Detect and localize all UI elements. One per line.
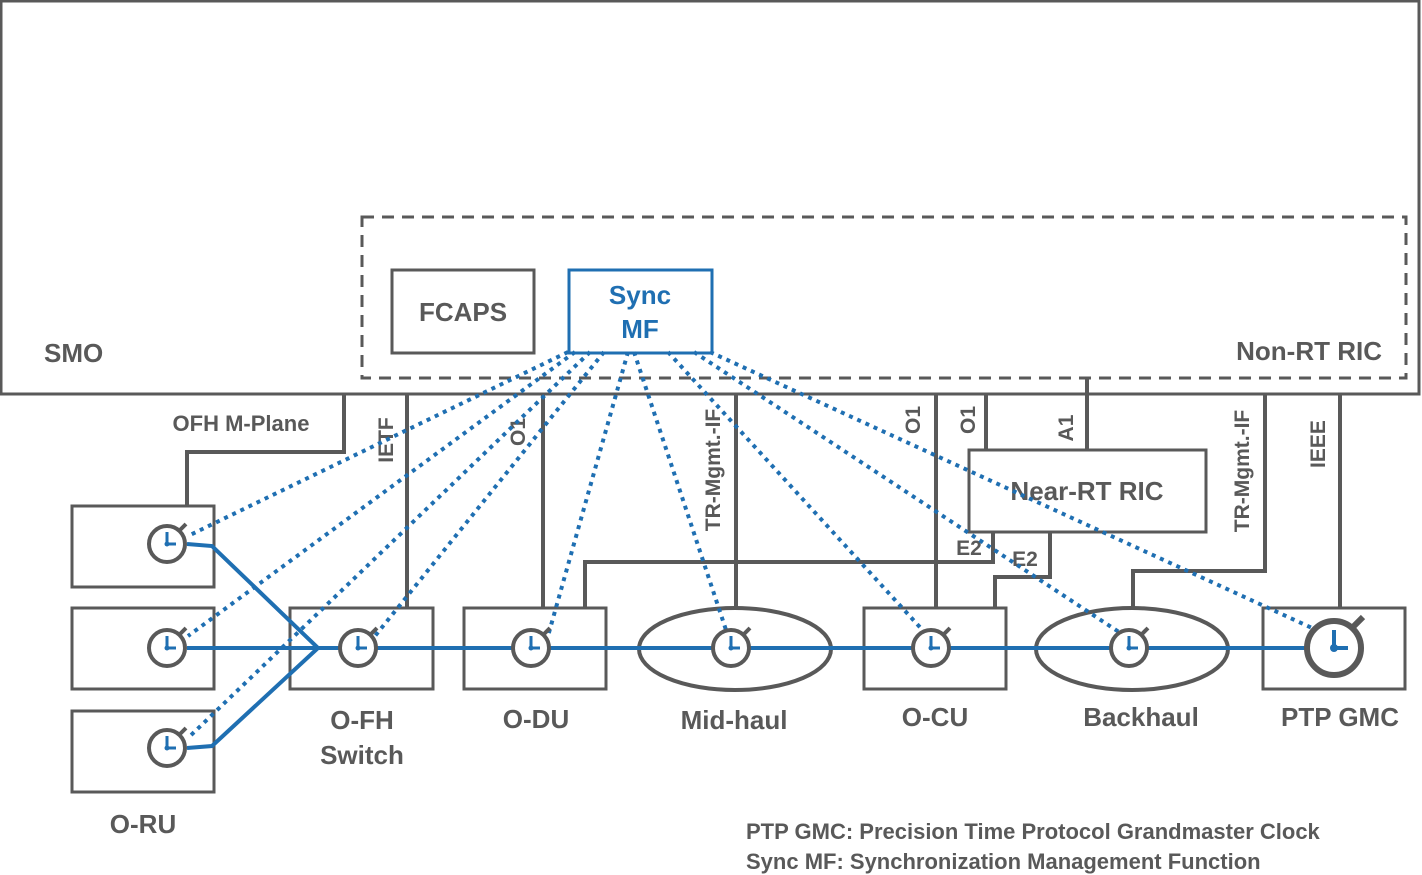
- near-rt-ric-box: [967, 448, 1208, 534]
- tr-mgmt-backhaul-line: [1131, 394, 1267, 608]
- tr-mgmt-midhaul-label: TR-Mgmt.-IF: [702, 409, 725, 532]
- e2-ocu-line: [993, 532, 1052, 608]
- sync-mf-dotted-links: [186, 350, 1313, 740]
- ofh-m-plane-label: OFH M-Plane: [173, 411, 310, 436]
- fcaps-label: FCAPS: [419, 297, 507, 327]
- clock-icon: [147, 626, 188, 668]
- oru-box-3: [70, 709, 216, 794]
- legend-ptp-gmc: PTP GMC: Precision Time Protocol Grandma…: [746, 819, 1321, 844]
- e2-label-b: E2: [1012, 548, 1038, 571]
- ptp-gmc-label: PTP GMC: [1281, 702, 1399, 732]
- backhaul-label: Backhaul: [1083, 702, 1199, 732]
- dotted-link-oru3: [186, 350, 592, 740]
- dotted-link-ptp-gmc: [709, 350, 1313, 630]
- clock-icon: [147, 522, 188, 564]
- o1-odu-label: O1: [507, 418, 530, 446]
- timing-path-oru3: [186, 646, 320, 750]
- e2-odu-line: [583, 532, 995, 608]
- ocu-label: O-CU: [902, 702, 968, 732]
- sync-mf-label-line1: Sync: [609, 280, 671, 310]
- dotted-link-oru1: [187, 350, 569, 538]
- e2-label-a: E2: [956, 537, 982, 560]
- ofh-switch-label-line1: O-FH: [330, 705, 394, 735]
- fcaps-box: [390, 268, 536, 355]
- dotted-link-odu: [546, 351, 630, 637]
- timing-path-oru1: [186, 542, 320, 650]
- clock-icon: [1304, 614, 1366, 678]
- midhaul-label: Mid-haul: [681, 705, 788, 735]
- tr-mgmt-backhaul-label: TR-Mgmt.-IF: [1231, 410, 1254, 533]
- ofh-m-plane-line: [185, 394, 346, 505]
- clock-icon: [338, 626, 379, 668]
- management-connectors: [185, 378, 1342, 608]
- dotted-link-ofh-switch: [373, 350, 606, 638]
- sync-mf-label-line2: MF: [621, 314, 659, 344]
- a1-label: A1: [1055, 414, 1078, 441]
- oru-label: O-RU: [110, 809, 176, 839]
- ofh-m-plane-label-bg: [160, 408, 325, 440]
- clock-icon: [147, 726, 188, 768]
- clock-icon: [511, 626, 552, 668]
- ieee-label: IEEE: [1307, 420, 1330, 468]
- oru-box-1: [70, 504, 216, 589]
- ofh-switch-label-line2: Switch: [320, 740, 404, 770]
- clock-icon: [711, 626, 752, 668]
- legend-sync-mf: Sync MF: Synchronization Management Func…: [746, 849, 1261, 874]
- non-rt-ric-label: Non-RT RIC: [1236, 336, 1382, 366]
- timing-path: [186, 542, 1312, 750]
- odu-label: O-DU: [503, 704, 569, 734]
- dotted-link-ocu: [666, 350, 930, 638]
- o1-nearrt-label: O1: [957, 406, 980, 434]
- clock-icon: [911, 626, 952, 668]
- sync-mf-box: [567, 268, 714, 355]
- smo-label: SMO: [44, 338, 103, 368]
- o1-ocu-label: O1: [902, 406, 925, 434]
- near-rt-ric-label: Near-RT RIC: [1010, 476, 1163, 506]
- non-rt-ric-box: [360, 215, 1408, 380]
- clock-icon: [1109, 626, 1150, 668]
